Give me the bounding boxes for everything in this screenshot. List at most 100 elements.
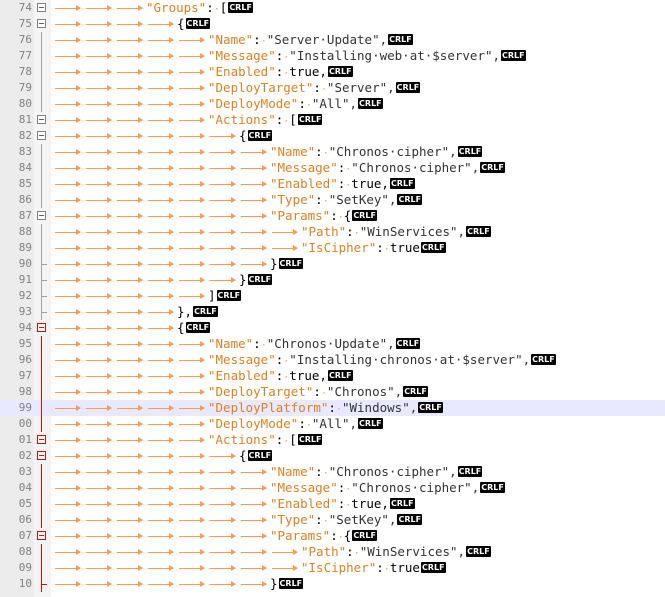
tab-arrow-icon [84, 208, 115, 224]
fold-toggle-icon[interactable] [37, 451, 46, 460]
tab-arrow-icon [84, 528, 115, 544]
tab-arrow-icon [115, 256, 146, 272]
code-line[interactable]: 91}CRLF [0, 272, 665, 288]
json-value: { [343, 528, 352, 543]
tab-arrow-icon [115, 512, 146, 528]
code-line[interactable]: 84"Message":·"Chronos·cipher",CRLF [0, 160, 665, 176]
tab-arrow-icon [208, 496, 239, 512]
fold-guide-line [41, 240, 42, 256]
code-line[interactable]: 74"Groups":·[CRLF [0, 0, 665, 16]
code-line[interactable]: 04"Message":·"Chronos·cipher",CRLF [0, 480, 665, 496]
crlf-marker: CRLF [247, 274, 273, 285]
tab-arrow-icon [177, 208, 208, 224]
tab-arrow-icon [146, 352, 177, 368]
tab-arrow-icon [84, 512, 115, 528]
tab-arrow-icon [53, 544, 84, 560]
json-value: ] [208, 288, 216, 303]
fold-toggle-icon[interactable] [37, 115, 46, 124]
code-line[interactable]: 80"DeployMode":·"All",CRLF [0, 96, 665, 112]
tab-arrow-icon [84, 128, 115, 144]
fold-toggle-icon[interactable] [37, 19, 46, 28]
code-line[interactable]: 78"Enabled":·true,CRLF [0, 64, 665, 80]
tab-arrow-icon [239, 560, 270, 576]
tab-arrow-icon [177, 448, 208, 464]
line-number: 93 [18, 305, 32, 318]
space-marker: · [322, 516, 329, 527]
crlf-marker: CRLF [297, 434, 323, 445]
tab-arrow-icon [84, 320, 115, 336]
json-value: : [275, 48, 284, 63]
code-line[interactable]: 01"Actions":·[CRLF [0, 432, 665, 448]
fold-toggle-icon[interactable] [37, 323, 46, 332]
json-value: [ [289, 432, 297, 447]
tab-arrow-icon [146, 320, 177, 336]
fold-toggle-icon[interactable] [37, 3, 46, 12]
json-value: : [298, 416, 306, 431]
json-value: true [389, 560, 420, 575]
space-marker: · [337, 532, 344, 543]
space-marker: · [283, 356, 290, 367]
code-line[interactable]: 81"Actions":·[CRLF [0, 112, 665, 128]
code-line[interactable]: 99"DeployPlatform":·"Windows",CRLF [0, 400, 665, 416]
tab-arrow-icon [84, 560, 115, 576]
code-line[interactable]: 95"Name":·"Chronos·Update",CRLF [0, 336, 665, 352]
fold-toggle-icon[interactable] [37, 131, 46, 140]
json-value: "Chronos·Update", [266, 336, 395, 351]
fold-toggle-icon[interactable] [37, 211, 46, 220]
line-number: 02 [18, 449, 32, 462]
crlf-marker: CRLF [297, 114, 323, 125]
line-number: 75 [18, 17, 32, 30]
tab-arrow-icon [177, 64, 208, 80]
code-line[interactable]: 05"Enabled":·true,CRLF [0, 496, 665, 512]
code-line[interactable]: 75{CRLF [0, 16, 665, 32]
tab-arrow-icon [146, 64, 177, 80]
fold-toggle-icon[interactable] [37, 435, 46, 444]
code-line[interactable]: 77"Message":·"Installing·web·at·$server"… [0, 48, 665, 64]
tab-arrow-icon [146, 560, 177, 576]
code-line[interactable]: 93},CRLF [0, 304, 665, 320]
code-line[interactable]: 06"Type":·"SetKey",CRLF [0, 512, 665, 528]
code-line[interactable]: 90}CRLF [0, 256, 665, 272]
code-line[interactable]: 94{CRLF [0, 320, 665, 336]
fold-guide-line [41, 416, 42, 432]
tab-arrow-icon [115, 176, 146, 192]
code-line[interactable]: 83"Name":·"Chronos·cipher",CRLF [0, 144, 665, 160]
line-number: 03 [18, 465, 32, 478]
code-text: "DeployMode":·"All",CRLF [53, 416, 383, 432]
code-line[interactable]: 07"Params":·{CRLF [0, 528, 665, 544]
code-line[interactable]: 87"Params":·{CRLF [0, 208, 665, 224]
code-line[interactable]: 79"DeployTarget":·"Server",CRLF [0, 80, 665, 96]
tab-arrow-icon [177, 96, 208, 112]
tab-arrow-icon [270, 224, 301, 240]
tab-arrow-icon [177, 400, 208, 416]
crlf-marker: CRLF [457, 146, 483, 157]
code-line[interactable]: 08"Path":·"WinServices",CRLF [0, 544, 665, 560]
code-line[interactable]: 88"Path":·"WinServices",CRLF [0, 224, 665, 240]
tab-arrow-icon [177, 80, 208, 96]
fold-guide-line [41, 176, 42, 192]
json-key: "DeployMode" [208, 96, 299, 111]
code-line[interactable]: 92]CRLF [0, 288, 665, 304]
code-text: "Message":·"Installing·chronos·at·$serve… [53, 352, 556, 368]
code-line[interactable]: 86"Type":·"SetKey",CRLF [0, 192, 665, 208]
code-line[interactable]: 85"Enabled":·true,CRLF [0, 176, 665, 192]
code-line[interactable]: 02{CRLF [0, 448, 665, 464]
code-line[interactable]: 98"DeployTarget":·"Chronos",CRLF [0, 384, 665, 400]
code-line[interactable]: 96"Message":·"Installing·chronos·at·$ser… [0, 352, 665, 368]
code-line[interactable]: 97"Enabled":·true,CRLF [0, 368, 665, 384]
tab-arrow-icon [146, 304, 177, 320]
code-line[interactable]: 76"Name":·"Server·Update",CRLF [0, 32, 665, 48]
json-value: : [337, 160, 346, 175]
tab-arrow-icon [115, 416, 146, 432]
code-line[interactable]: 00"DeployMode":·"All",CRLF [0, 416, 665, 432]
fold-toggle-icon[interactable] [37, 531, 46, 540]
code-line[interactable]: 03"Name":·"Chronos·cipher",CRLF [0, 464, 665, 480]
tab-arrow-icon [239, 544, 270, 560]
json-value: "Server·Update", [266, 32, 388, 47]
code-line[interactable]: 82{CRLF [0, 128, 665, 144]
json-value: "Chronos·cipher", [351, 160, 480, 175]
code-line[interactable]: 10}CRLF [0, 576, 665, 592]
